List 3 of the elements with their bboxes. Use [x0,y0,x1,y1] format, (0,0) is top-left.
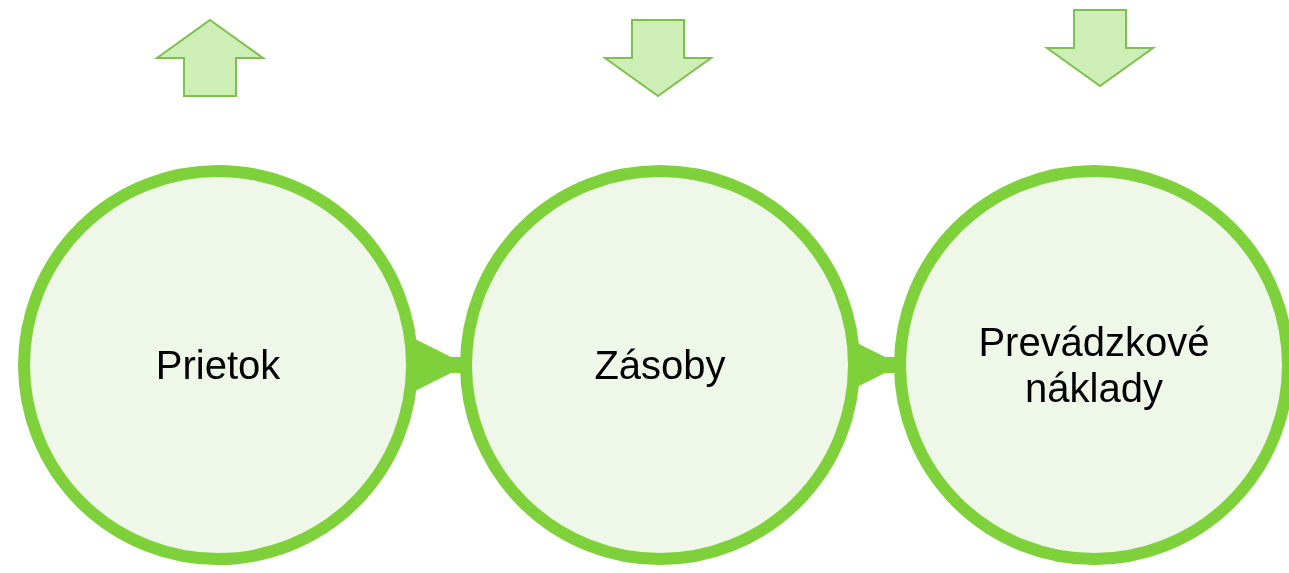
node-label: Zásoby [593,342,727,388]
node-label: Prietok [154,342,282,388]
node-label: Prevádzkové náklady [977,319,1211,411]
